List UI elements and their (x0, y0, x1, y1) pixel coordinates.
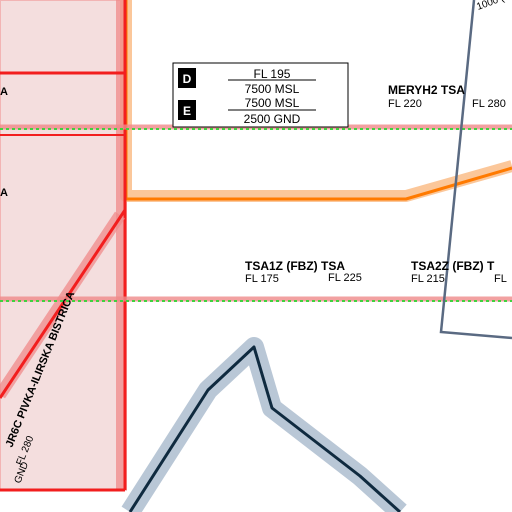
corridor-boundary (0, 209, 127, 399)
area-name-tsa2z[interactable]: TSA2Z (FBZ) T (411, 259, 495, 273)
partial-label-a2: A (0, 187, 8, 199)
area-lower-tsa1z: FL 175 (245, 273, 279, 285)
grey-boundary-line (439, 0, 512, 340)
class-d-lower: 7500 MSL (245, 82, 300, 96)
route-line[interactable] (128, 345, 402, 512)
partial-label-a1: A (0, 86, 8, 98)
area-lower-tsa2z: FL 215 (411, 273, 445, 285)
area-upper-tsa1z: FL 225 (328, 272, 362, 284)
route-halo (121, 337, 407, 512)
airspace-class-box[interactable]: D FL 195 7500 MSL E 7500 MSL 2500 GND (172, 62, 349, 128)
class-e-badge (178, 100, 196, 120)
area-lower-meryh2: FL 220 (388, 98, 422, 110)
class-e-upper: 7500 MSL (245, 96, 300, 110)
area-upper-meryh2: FL 280 (472, 98, 506, 110)
area-upper-tsa2z: FL (494, 273, 507, 285)
class-d-upper: FL 195 (254, 67, 291, 81)
contour-label: 1000 ( (475, 0, 506, 13)
class-d-letter: D (183, 72, 192, 86)
area-name-tsa1z[interactable]: TSA1Z (FBZ) TSA (245, 259, 345, 273)
class-e-letter: E (183, 104, 191, 118)
class-e-lower: 2500 GND (244, 112, 301, 126)
area-name-meryh2[interactable]: MERYH2 TSA (388, 83, 465, 97)
class-d-badge (178, 68, 196, 88)
